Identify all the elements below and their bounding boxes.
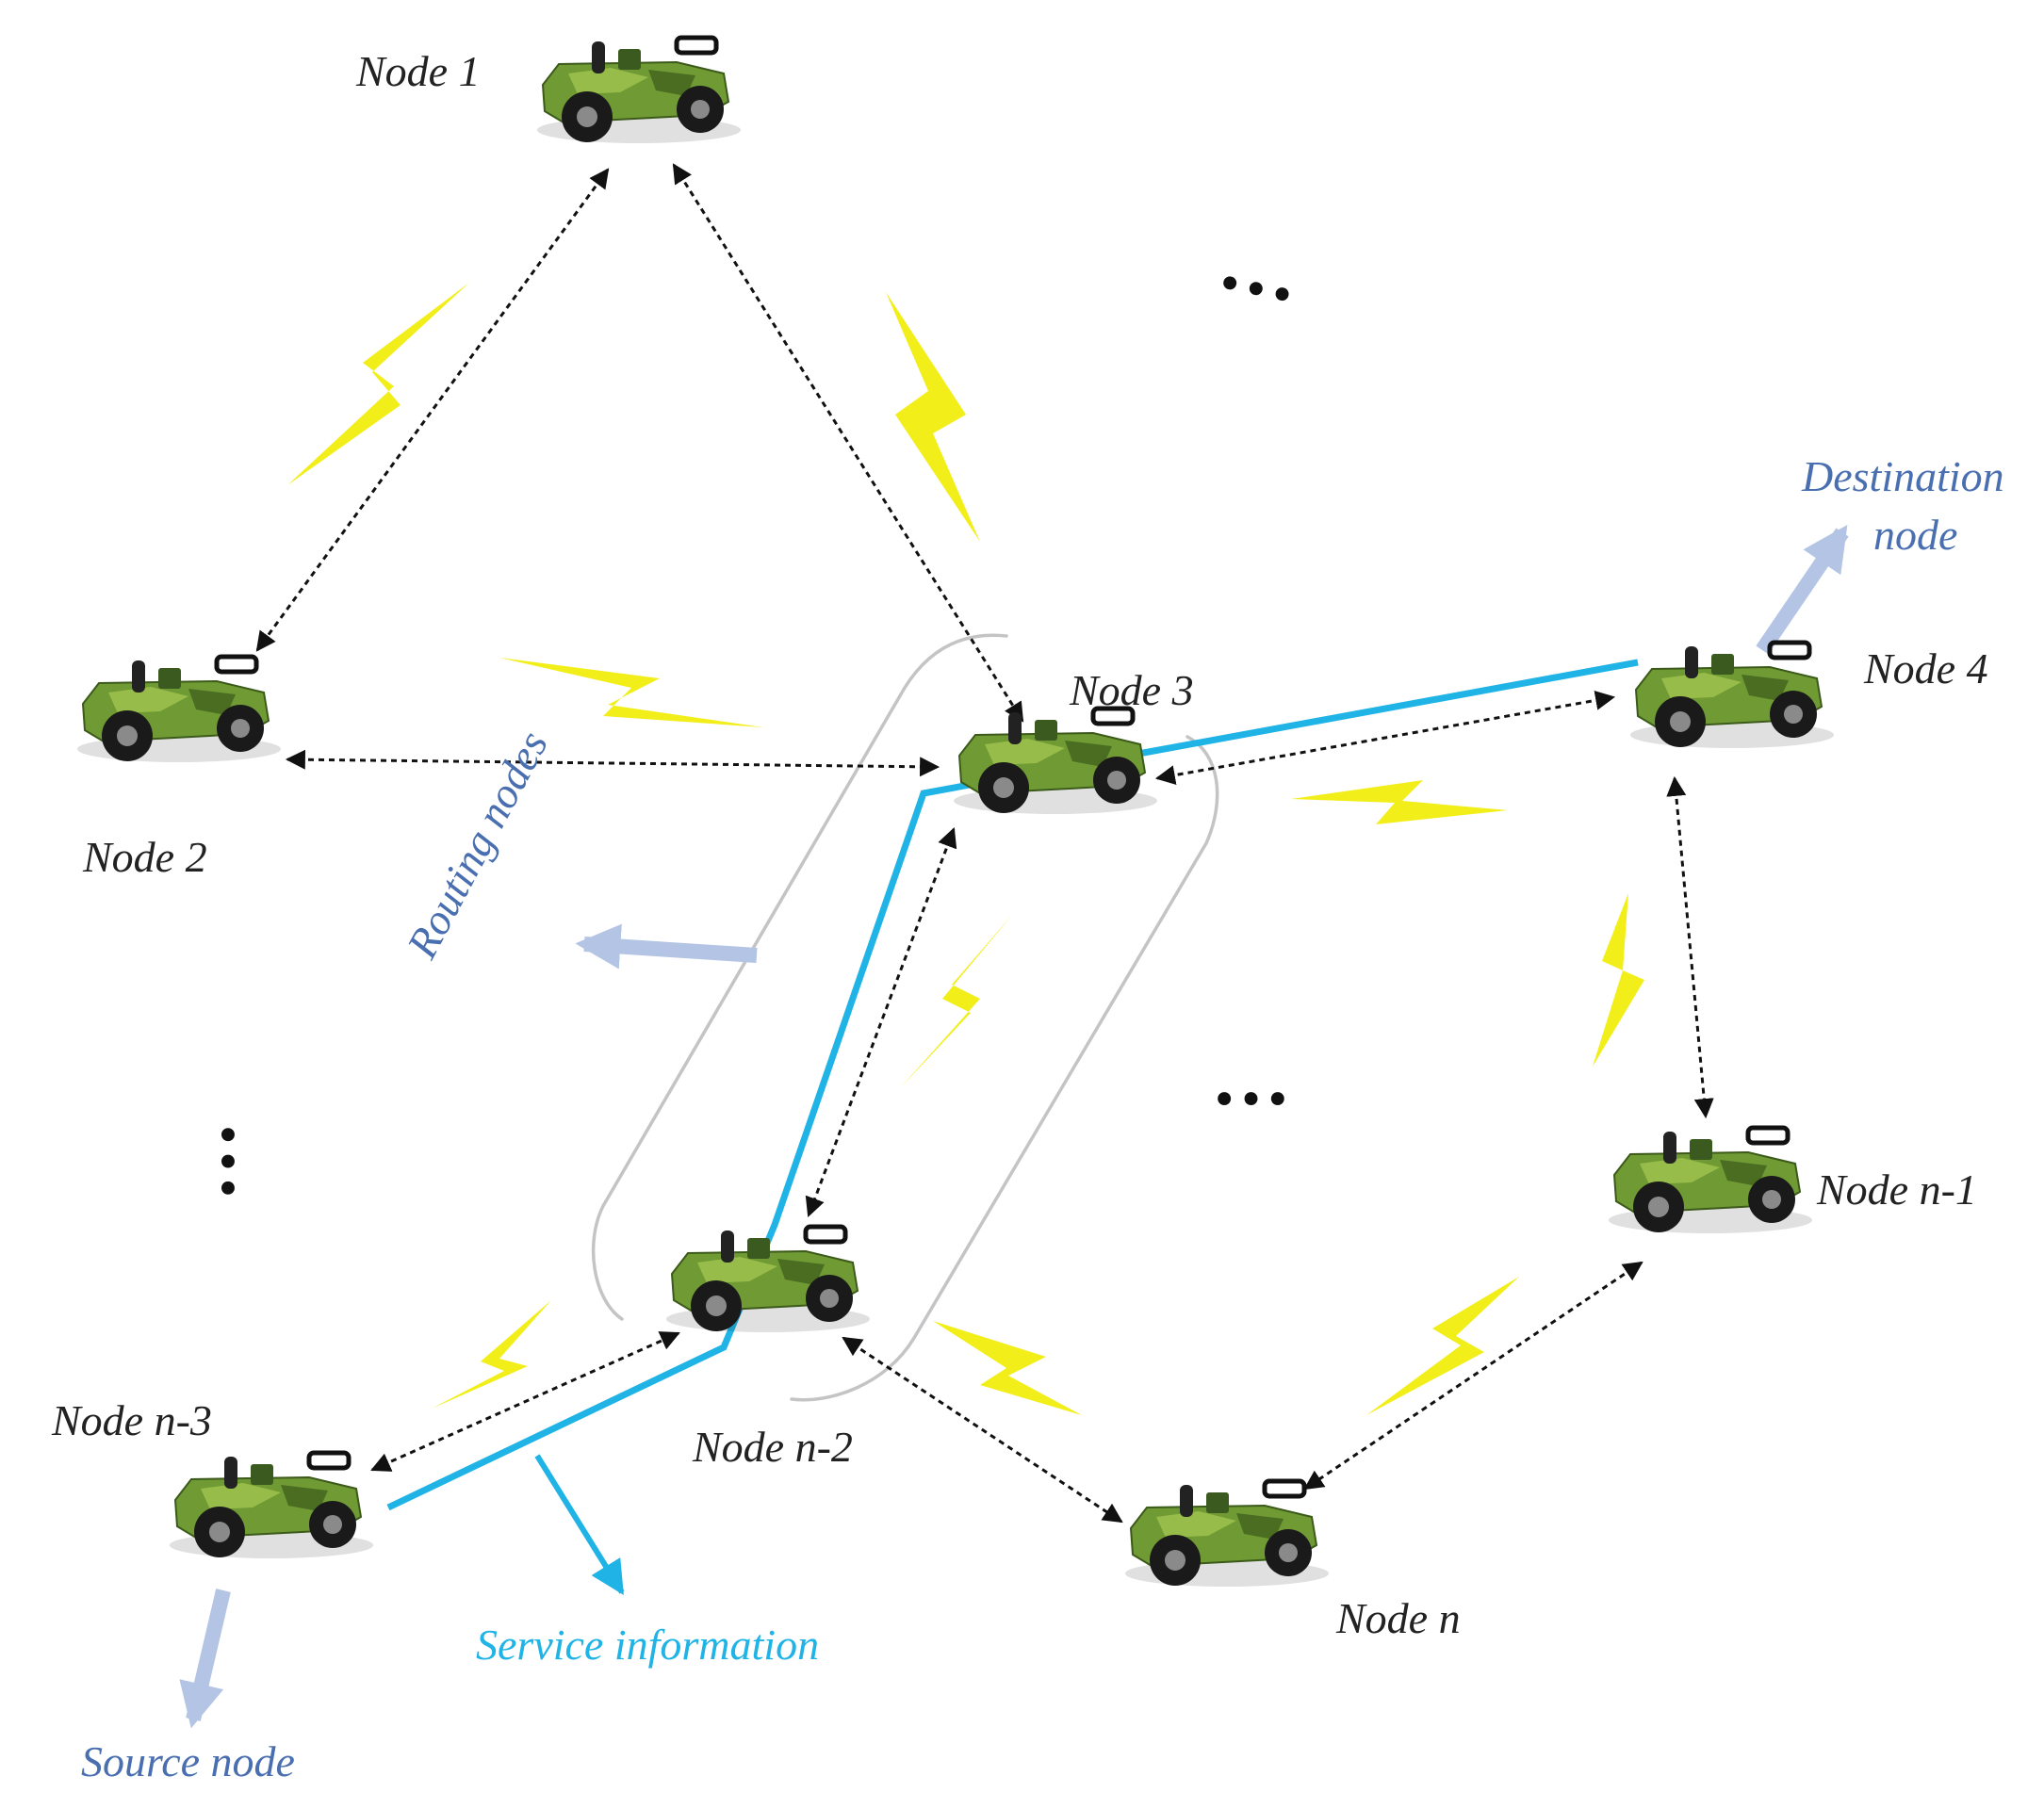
link-node1-node2 — [255, 168, 610, 652]
lightning-icon — [287, 283, 469, 485]
lightning-icon — [886, 292, 980, 542]
vehicle-noden2-icon — [666, 1227, 870, 1332]
link-noden1-noden — [1303, 1261, 1643, 1491]
lightning-icon — [933, 1321, 1082, 1415]
vehicle-node1-icon — [537, 38, 741, 143]
link-node3-noden2 — [805, 827, 957, 1217]
node4-label: Node 4 — [1864, 644, 1988, 693]
lightning-icon — [900, 914, 1013, 1088]
noden2-label: Node n-2 — [693, 1423, 853, 1471]
destination-label-line1: Destination — [1802, 452, 2004, 500]
routing-nodes-arrow — [575, 923, 758, 970]
link-noden3-noden2 — [370, 1331, 680, 1472]
node3-label: Node 3 — [1070, 666, 1194, 714]
service-information-arrow — [534, 1454, 625, 1596]
source-node-label: Source node — [81, 1737, 295, 1785]
ellipsis-middle: ••• — [1211, 1074, 1291, 1127]
lightning-icon — [432, 1300, 551, 1409]
source-node-arrow — [179, 1589, 231, 1729]
link-node4-noden1 — [1666, 775, 1714, 1119]
communication-links — [255, 163, 1714, 1524]
lightning-icon — [1366, 1277, 1519, 1415]
wireless-lightning-symbols — [287, 283, 1644, 1415]
vehicle-noden1-icon — [1609, 1128, 1812, 1233]
node1-label: Node 1 — [356, 47, 481, 95]
destination-node-arrow — [1756, 525, 1849, 655]
noden1-label: Node n-1 — [1817, 1165, 1977, 1214]
destination-label-line2: node — [1873, 511, 1958, 559]
ellipsis-left: ••• — [200, 1121, 253, 1201]
vehicle-node3-icon — [954, 709, 1157, 814]
lightning-icon — [1291, 780, 1508, 824]
node2-label: Node 2 — [83, 833, 207, 881]
noden3-label: Node n-3 — [52, 1396, 212, 1444]
lightning-icon — [499, 658, 763, 727]
lightning-icon — [1593, 893, 1644, 1067]
vehicle-noden-icon — [1125, 1481, 1329, 1587]
link-noden2-noden — [842, 1336, 1123, 1524]
vehicle-node2-icon — [77, 657, 281, 762]
link-node2-node3 — [285, 749, 940, 777]
vehicle-noden3-icon — [170, 1453, 373, 1558]
service-information-label: Service information — [476, 1621, 820, 1669]
link-node3-node4 — [1154, 690, 1616, 786]
vehicle-node4-icon — [1630, 643, 1834, 748]
noden-label: Node n — [1336, 1594, 1461, 1642]
